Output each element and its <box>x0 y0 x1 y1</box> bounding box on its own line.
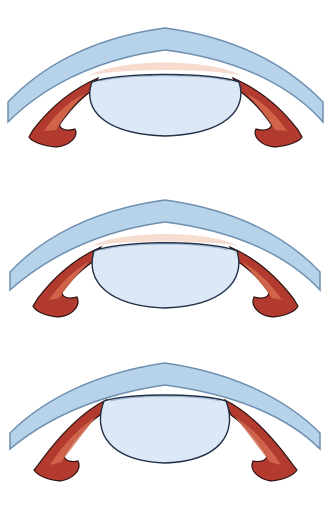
eye-illustration-1 <box>0 10 331 170</box>
lens <box>90 75 241 137</box>
eye-panel-1 <box>0 10 331 170</box>
eye-panel-3 <box>0 355 331 515</box>
eye-illustration-2 <box>0 190 331 350</box>
lens <box>100 395 229 463</box>
eye-illustration-3 <box>0 355 331 515</box>
lens <box>92 243 239 308</box>
eye-panel-2 <box>0 190 331 350</box>
